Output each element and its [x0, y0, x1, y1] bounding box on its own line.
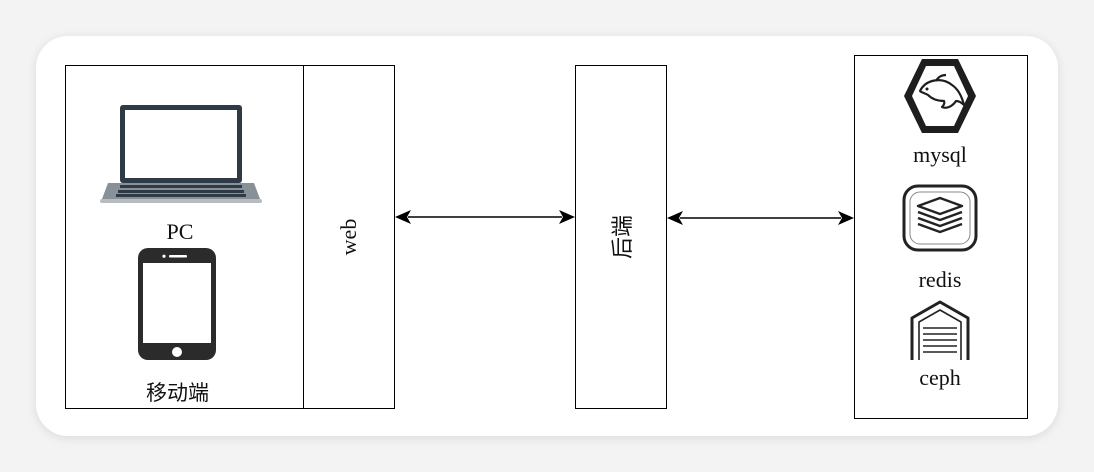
- ceph-label: ceph: [919, 365, 961, 390]
- ceph-storage-icon: [910, 300, 970, 360]
- mysql-label: mysql: [913, 142, 967, 167]
- web-backend-arrow: [395, 210, 575, 224]
- mysql-dolphin-icon: [904, 59, 976, 133]
- laptop-icon: [100, 105, 262, 203]
- mobile-label: 移动端: [146, 381, 209, 405]
- web-box: web: [303, 65, 395, 409]
- backend-box: 后端: [575, 65, 667, 409]
- smartphone-icon: [138, 248, 216, 360]
- redis-label: redis: [918, 267, 962, 292]
- pc-label: PC: [166, 219, 194, 244]
- backend-storage-arrow: [667, 211, 854, 225]
- redis-stack-icon: [902, 184, 978, 252]
